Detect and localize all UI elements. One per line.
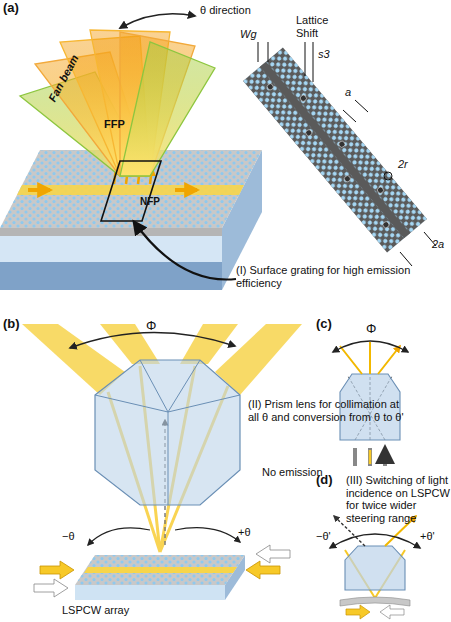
angle-label: −θ' — [316, 530, 331, 543]
angle-label: +θ — [238, 526, 251, 539]
node-text: (I) Surface grating for high emission ef… — [236, 264, 414, 289]
region-outline — [100, 160, 162, 222]
beam-label: FFP — [104, 118, 125, 131]
node-text: NFP — [140, 196, 160, 209]
dimension-label: Wg — [240, 28, 257, 41]
panel-letter: (b) — [3, 318, 20, 331]
dimension-label: a — [345, 86, 351, 99]
dimension-label: 2r — [398, 158, 408, 171]
angle-label: Φ — [366, 323, 376, 336]
note-label: No emission — [262, 466, 323, 479]
callout-text: (III) Switching of light incidence on LS… — [346, 474, 450, 524]
dimension-label: 2a — [432, 238, 444, 251]
panel-letter: (c) — [316, 318, 332, 331]
panel-letter: (a) — [3, 2, 19, 15]
angle-label: +θ' — [420, 530, 435, 543]
direction-label: θ direction — [200, 4, 251, 17]
callout-text: (II) Prism lens for collimation at all θ… — [248, 398, 413, 423]
angle-label: Φ — [146, 320, 156, 333]
dimension-label: Lattice Shift — [296, 14, 340, 39]
dimension-label: s3 — [318, 48, 330, 61]
region-outline — [101, 161, 161, 221]
emission-region: NFP — [100, 160, 162, 222]
angle-label: −θ — [62, 530, 75, 543]
callout-arrow — [134, 222, 236, 280]
part-label: LSPCW array — [62, 604, 129, 617]
callout-box: (I) Surface grating for high emission ef… — [236, 262, 414, 296]
panel-letter: (d) — [316, 474, 333, 487]
